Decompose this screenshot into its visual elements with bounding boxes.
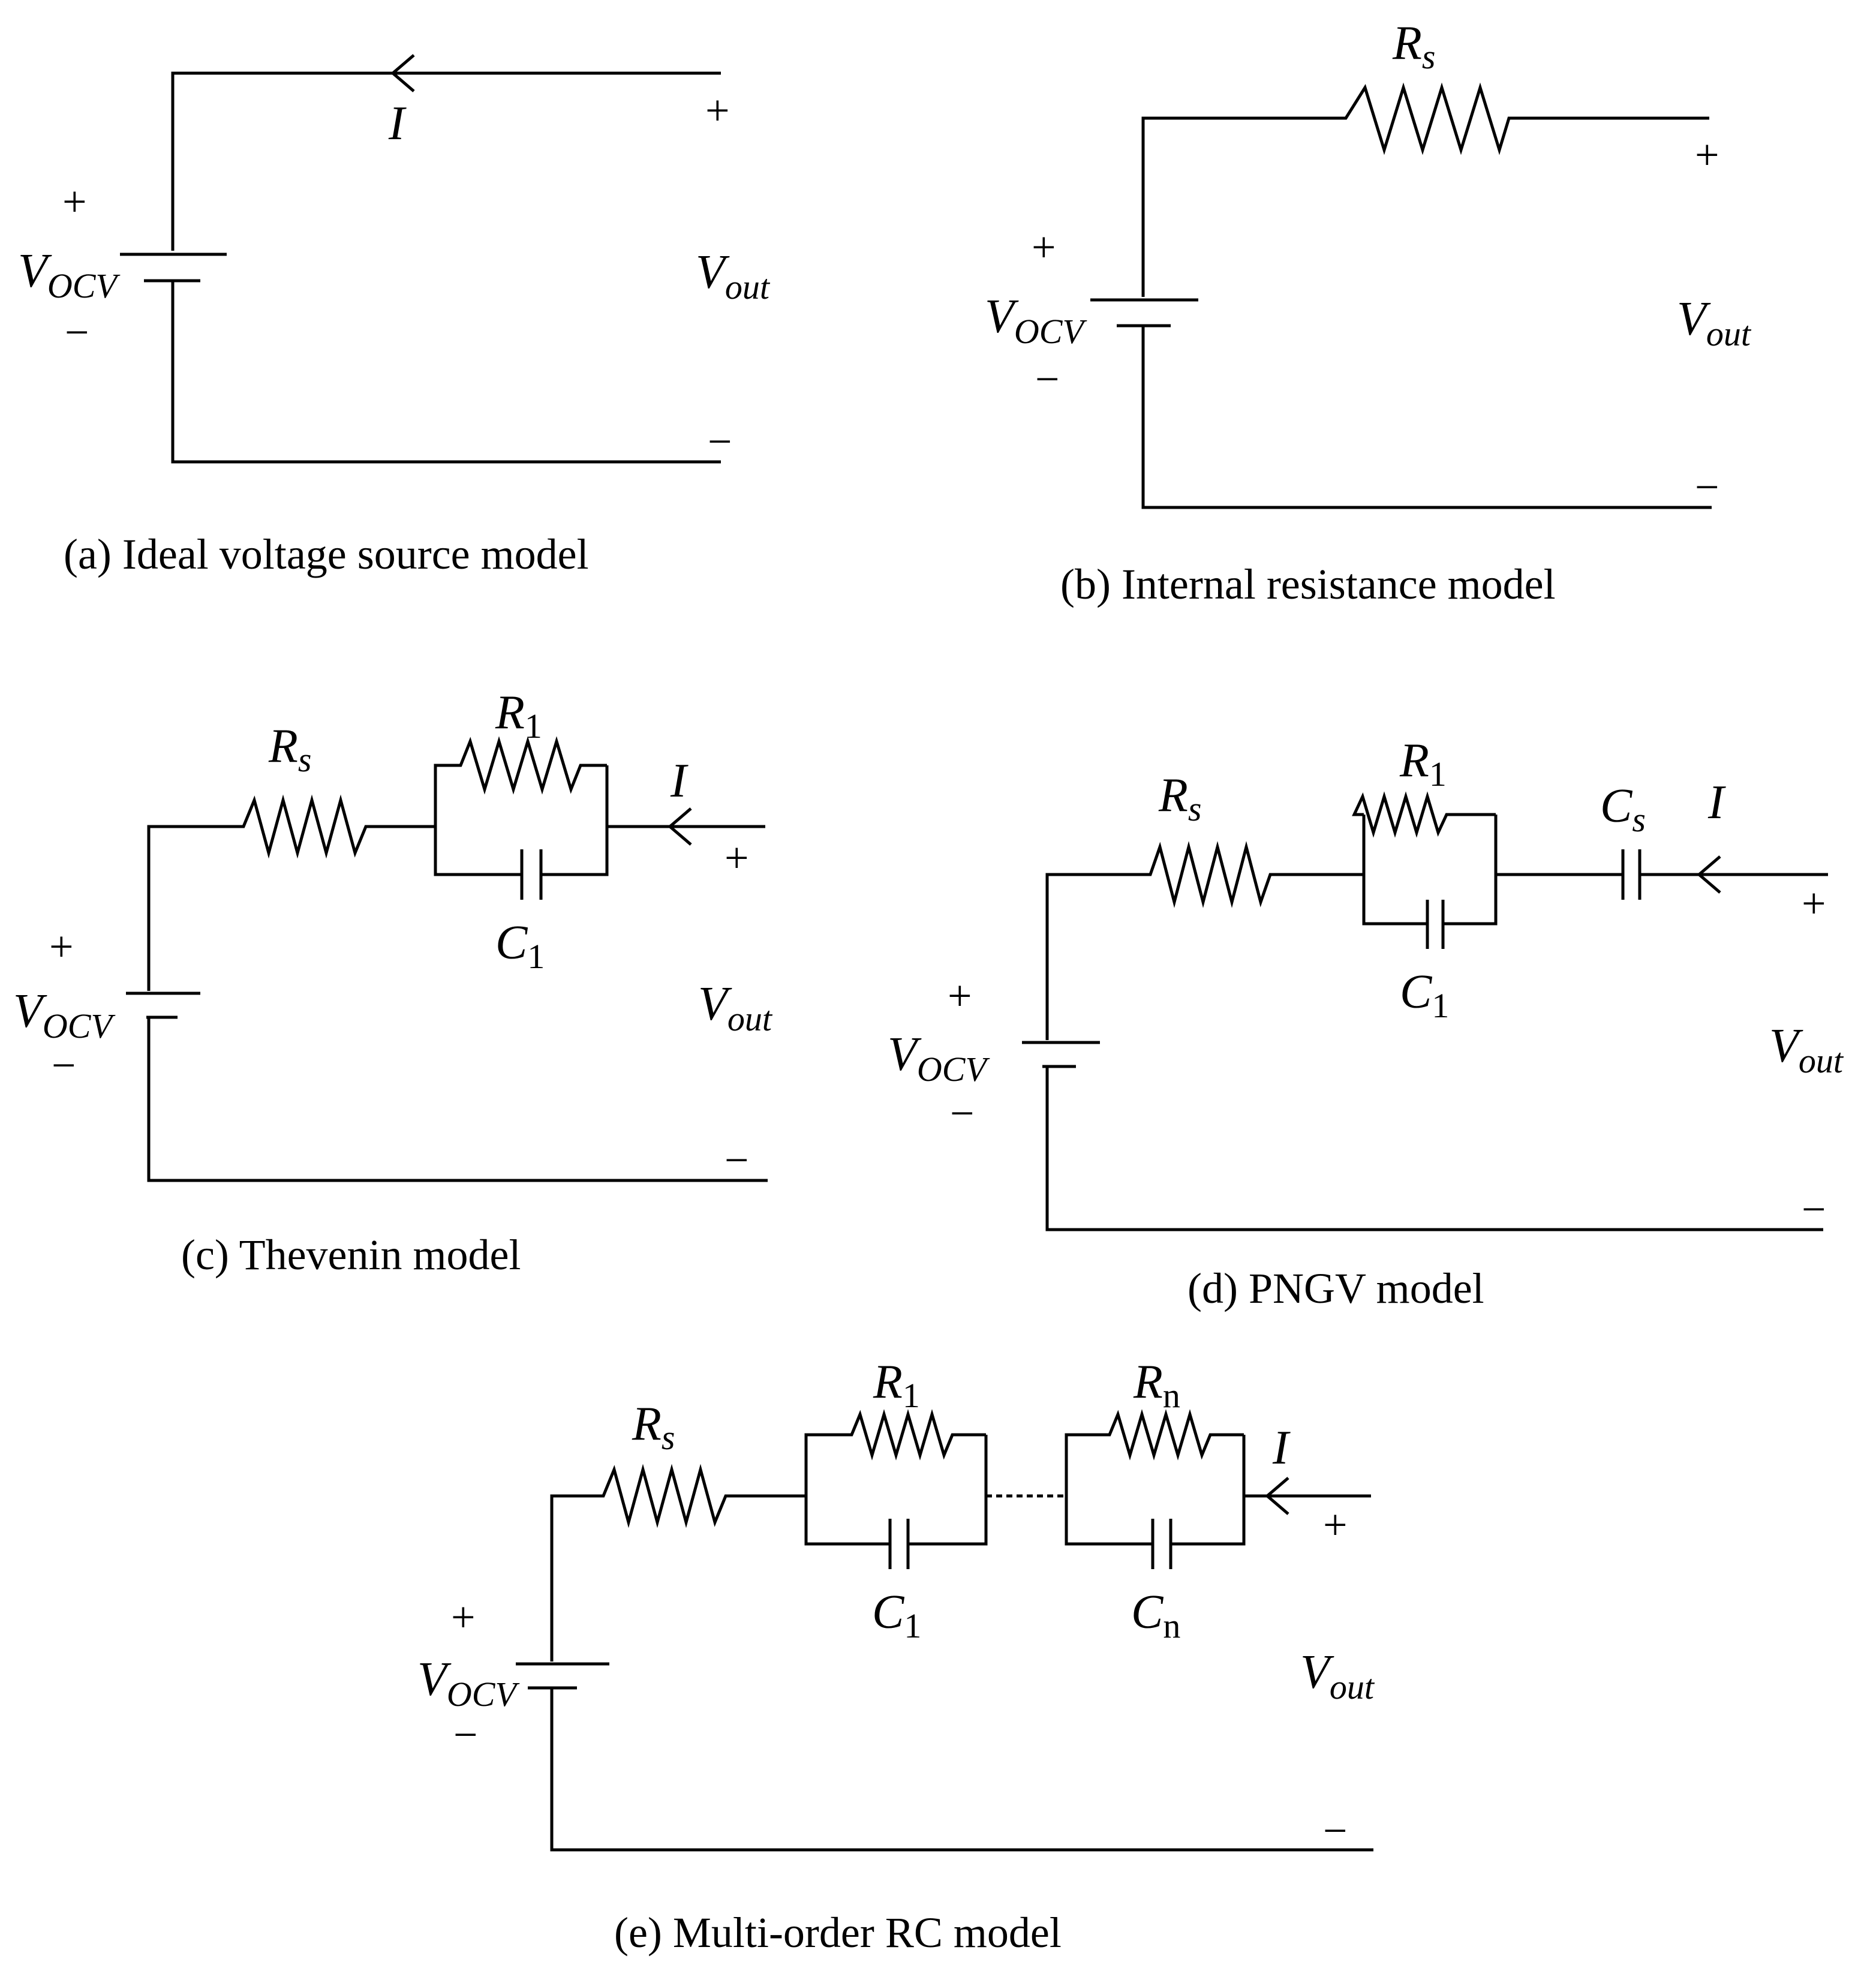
panel-e-multi-order-rc: Rs R1 C1 Rn Cn I + − + − VOCV Vout (e) M… (417, 1356, 1375, 1957)
output-minus-sign: − (1695, 463, 1719, 511)
caption-d: (d) PNGV model (1187, 1264, 1484, 1312)
wire (1065, 1409, 1244, 1546)
c1-label: C1 (1400, 966, 1449, 1025)
wire (147, 1018, 768, 1182)
vout-label: Vout (1300, 1646, 1375, 1706)
source-minus-sign: − (1035, 355, 1060, 403)
current-arrow (668, 807, 692, 846)
caption-e: (e) Multi-order RC model (614, 1909, 1062, 1957)
current-label: I (1272, 1422, 1291, 1474)
wire (1141, 327, 1712, 509)
vout-label: Vout (696, 246, 771, 307)
rs-label: Rs (1158, 769, 1201, 828)
vout-label: Vout (1769, 1020, 1844, 1080)
output-minus-sign: − (1802, 1185, 1826, 1233)
wire (434, 736, 607, 876)
c1-label: C1 (872, 1586, 921, 1645)
wire (550, 1464, 806, 1661)
output-plus-sign: + (705, 86, 730, 134)
caption-b: (b) Internal resistance model (1060, 560, 1556, 608)
r1-label: R1 (1399, 734, 1447, 794)
source-minus-sign: − (950, 1089, 975, 1137)
caption-c: (c) Thevenin model (181, 1231, 521, 1279)
output-plus-sign: + (1802, 879, 1826, 927)
output-plus-sign: + (1323, 1501, 1348, 1549)
wire (541, 765, 609, 876)
panel-a-ideal-voltage-source: I + − + − VOCV Vout (a) Ideal voltage so… (18, 54, 771, 578)
source-minus-sign: − (52, 1041, 76, 1089)
panel-d-pngv: Rs R1 C1 Cs I + − + − VOCV Vout (d) PNGV… (888, 734, 1844, 1312)
panel-b-internal-resistance: Rs + − + − VOCV Vout (b) Internal resist… (985, 17, 1752, 608)
wire (908, 1435, 988, 1546)
panel-c-thevenin: Rs R1 C1 I + − + − VOCV Vout (c) Theveni… (13, 686, 773, 1279)
wire (550, 1689, 1373, 1852)
current-label: I (1707, 776, 1726, 829)
r1-label: R1 (873, 1356, 920, 1415)
wire (1352, 791, 1496, 838)
current-arrow (1265, 1477, 1289, 1515)
wire (1362, 815, 1427, 926)
output-plus-sign: + (724, 834, 749, 882)
current-arrow (1697, 855, 1721, 894)
source-minus-sign: − (453, 1711, 478, 1759)
vocv-label: VOCV (888, 1028, 990, 1089)
rs-label: Rs (268, 720, 311, 779)
vocv-label: VOCV (417, 1653, 520, 1714)
current-arrow (390, 54, 415, 92)
wire (1443, 815, 1498, 926)
vout-label: Vout (1677, 293, 1752, 353)
vout-label: Vout (698, 978, 773, 1038)
caption-a: (a) Ideal voltage source model (64, 530, 589, 578)
wire (171, 282, 721, 464)
vocv-label: VOCV (985, 290, 1087, 351)
output-minus-sign: − (1323, 1807, 1348, 1855)
rs-label: Rs (632, 1398, 675, 1457)
source-plus-sign: + (62, 178, 87, 226)
current-label: I (670, 755, 689, 807)
vocv-label: VOCV (13, 985, 116, 1045)
source-plus-sign: + (948, 972, 972, 1020)
wire (147, 794, 435, 991)
current-label: I (388, 97, 407, 150)
wire (804, 1409, 986, 1546)
c1-label: C1 (495, 917, 545, 976)
wire (1045, 1068, 1823, 1231)
cs-label: Cs (1600, 780, 1646, 839)
output-minus-sign: − (708, 417, 732, 465)
output-minus-sign: − (724, 1136, 749, 1184)
vocv-label: VOCV (18, 245, 121, 305)
source-plus-sign: + (1032, 223, 1056, 271)
rn-label: Rn (1133, 1356, 1180, 1415)
wire (1171, 1435, 1246, 1546)
source-plus-sign: + (49, 923, 74, 971)
cn-label: Cn (1131, 1586, 1180, 1645)
rs-label: Rs (1392, 17, 1435, 76)
r1-label: R1 (495, 686, 542, 746)
source-minus-sign: − (65, 308, 89, 356)
wire (1141, 82, 1709, 297)
output-plus-sign: + (1695, 131, 1719, 179)
source-plus-sign: + (451, 1593, 476, 1641)
wire (1045, 841, 1364, 1040)
wire (171, 71, 721, 251)
